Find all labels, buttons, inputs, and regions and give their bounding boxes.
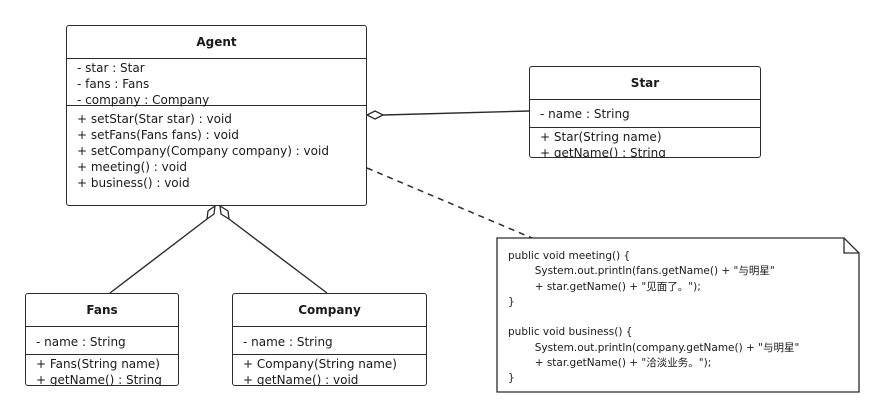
class-fans[interactable]: Fans - name : String + Fans(String name)… xyxy=(25,293,179,386)
class-agent[interactable]: Agent - star : Star - fans : Fans - comp… xyxy=(66,25,367,206)
operation-get-name: + getName() : void xyxy=(243,373,359,386)
attribute-name: - name : String xyxy=(540,107,630,121)
attribute-star: - star : Star xyxy=(77,61,145,75)
note-line: + star.getName() + "洽淡业务。"); xyxy=(508,357,712,370)
note-box xyxy=(496,237,860,393)
note-line: + star.getName() + "见面了。"); xyxy=(508,280,701,293)
aggregation-line-fans xyxy=(109,218,208,294)
operations-company: + Company(String name) + getName() : voi… xyxy=(233,355,426,386)
operations-star: + Star(String name) + getName() : String xyxy=(530,128,760,158)
aggregation-diamond-fans xyxy=(206,204,216,221)
operation-set-company: + setCompany(Company company) : void xyxy=(77,144,329,158)
class-name-company: Company xyxy=(233,294,426,327)
operation-business: + business() : void xyxy=(77,176,190,190)
operations-agent: + setStar(Star star) : void + setFans(Fa… xyxy=(67,106,366,191)
note-fold xyxy=(843,238,859,254)
operations-fans: + Fans(String name) + getName() : String xyxy=(26,355,178,386)
attribute-company: - company : Company xyxy=(77,93,210,107)
class-name-agent: Agent xyxy=(67,26,366,59)
class-company[interactable]: Company - name : String + Company(String… xyxy=(232,293,427,386)
operation-set-fans: + setFans(Fans fans) : void xyxy=(77,128,239,142)
note-line: } xyxy=(508,372,515,385)
note-blank-line xyxy=(508,310,843,325)
class-star[interactable]: Star - name : String + Star(String name)… xyxy=(529,66,761,158)
attributes-fans: - name : String xyxy=(26,327,178,355)
note-line: System.out.println(fans.getName() + "与明星… xyxy=(508,265,775,278)
operation-constructor: + Fans(String name) xyxy=(36,357,160,371)
attribute-name: - name : String xyxy=(36,335,126,349)
attributes-company: - name : String xyxy=(233,327,426,355)
note-line: public void business() { xyxy=(508,326,633,339)
class-name-star: Star xyxy=(530,67,760,100)
operation-constructor: + Company(String name) xyxy=(243,357,397,371)
aggregation-diamond-star xyxy=(365,110,385,120)
operation-constructor: + Star(String name) xyxy=(540,130,662,144)
note-link-dashed xyxy=(366,167,533,239)
attributes-agent: - star : Star - fans : Fans - company : … xyxy=(67,59,366,107)
operation-meeting: + meeting() : void xyxy=(77,160,188,174)
note-line: System.out.println(company.getName() + "… xyxy=(508,341,800,354)
aggregation-diamond-company xyxy=(219,204,230,221)
operation-get-name: + getName() : String xyxy=(540,146,666,158)
class-name-fans: Fans xyxy=(26,294,178,327)
attribute-fans: - fans : Fans xyxy=(77,77,150,91)
attributes-star: - name : String xyxy=(530,100,760,128)
note-line: } xyxy=(508,295,515,308)
operation-set-star: + setStar(Star star) : void xyxy=(77,112,232,126)
aggregation-line-company xyxy=(228,218,328,294)
note-line: public void meeting() { xyxy=(508,250,631,262)
aggregation-line-star xyxy=(382,110,530,116)
operation-get-name: + getName() : String xyxy=(36,373,162,386)
note-code: public void meeting() { System.out.print… xyxy=(508,249,843,387)
attribute-name: - name : String xyxy=(243,335,333,349)
